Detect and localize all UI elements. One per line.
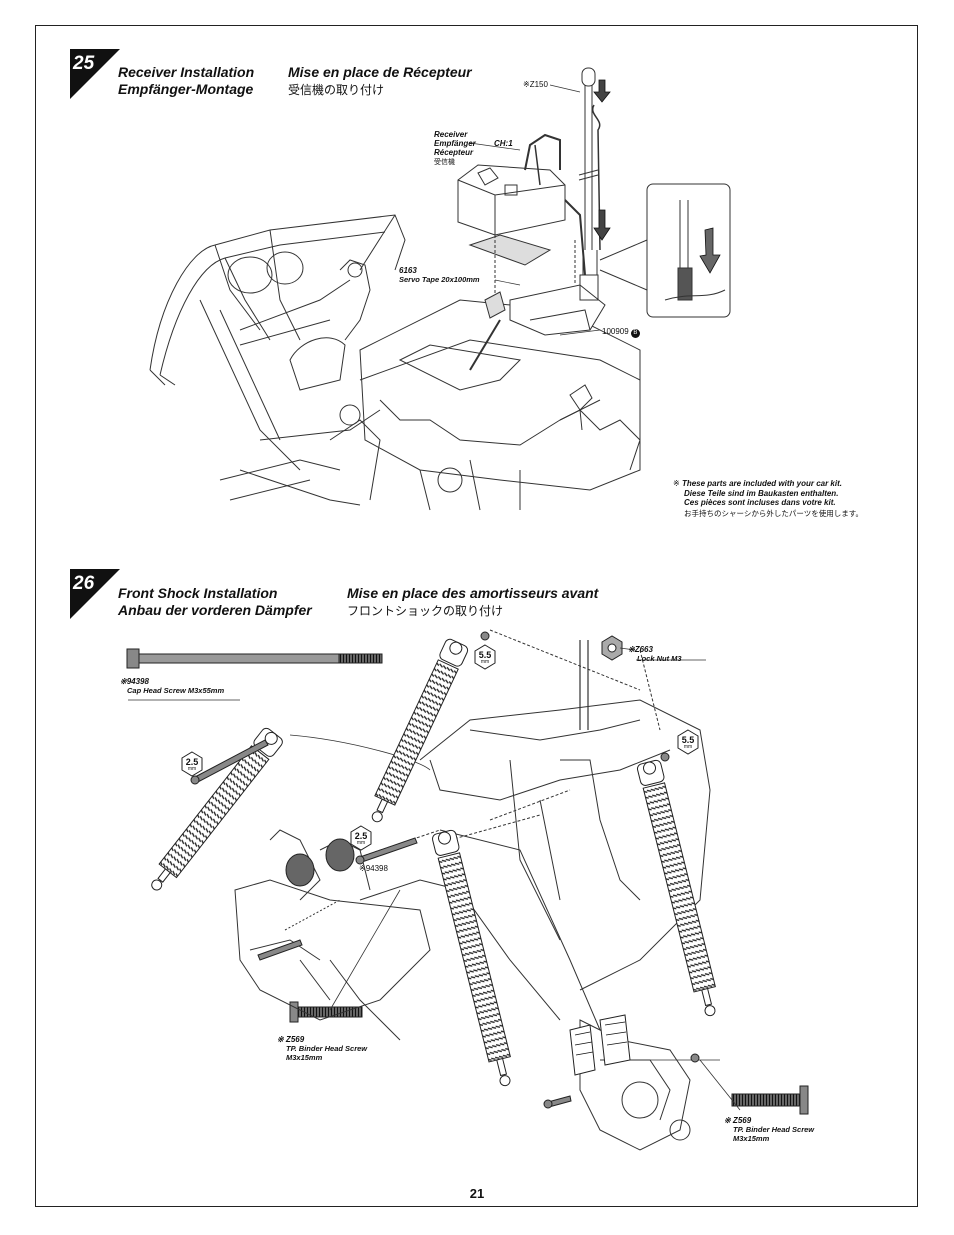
wrench-size-value: 5.5 <box>681 735 695 745</box>
wrench-size-value: 5.5 <box>478 650 492 660</box>
step-25-title-fr: Mise en place de Récepteur 受信機の取り付け <box>288 64 472 98</box>
step-26-title-fr: Mise en place des amortisseurs avant フロン… <box>347 585 598 619</box>
step-26-badge: 26 <box>70 569 120 619</box>
part-94398-code: ※94398 <box>120 677 149 686</box>
receiver-en: Receiver <box>434 130 468 139</box>
part-z569-name-2: M3x15mm <box>286 1053 323 1062</box>
part-z569-name-1: TP. Binder Head Screw <box>733 1125 815 1134</box>
servo-tape-code: 6163 <box>399 266 417 275</box>
part-z569-name-1: TP. Binder Head Screw <box>286 1044 368 1053</box>
step-25-badge: 25 <box>70 49 120 99</box>
step-26-title-en: Front Shock Installation Anbau der vorde… <box>118 585 312 619</box>
step-25-number: 25 <box>73 53 95 74</box>
part-94398-label: ※94398 Cap Head Screw M3x55mm <box>120 677 224 695</box>
step-25-title-en: Receiver Installation Empfänger-Montage <box>118 64 254 98</box>
part-z569-code: ※ Z569 <box>277 1035 305 1044</box>
part-bag-badge: B <box>630 329 640 338</box>
note-line-1: These parts are included with your car k… <box>681 479 842 488</box>
wrench-size-badge-2: 5.5 mm <box>676 730 700 754</box>
ch1-label: CH:1 <box>494 139 513 148</box>
title-fr: Mise en place de Récepteur <box>288 64 472 80</box>
z150-label: ※Z150 <box>523 80 548 89</box>
receiver-fr: Récepteur <box>434 148 474 157</box>
part-z569-code: ※ Z569 <box>724 1116 752 1125</box>
part-94398-name: Cap Head Screw M3x55mm <box>127 686 225 695</box>
title-de: Empfänger-Montage <box>118 81 254 97</box>
part-z569-name-2: M3x15mm <box>733 1134 770 1143</box>
title-jp: 受信機の取り付け <box>288 83 385 97</box>
receiver-de: Empfänger <box>434 139 476 148</box>
wrench-size-value: 2.5 <box>354 831 368 841</box>
wrench-size-unit: mm <box>683 744 693 750</box>
servo-tape-name: Servo Tape 20x100mm <box>399 275 480 284</box>
callout-94398: ※94398 <box>359 864 388 873</box>
note-mark: ※ <box>673 479 680 488</box>
wrench-size-unit: mm <box>480 659 490 665</box>
part-z569-right-label: ※ Z569 TP. Binder Head Screw M3x15mm <box>724 1116 814 1143</box>
note-line-3: Ces pièces sont incluses dans votre kit. <box>684 498 836 507</box>
part-z569-left-label: ※ Z569 TP. Binder Head Screw M3x15mm <box>277 1035 367 1062</box>
part-100909-code: 100909 <box>602 327 629 336</box>
title-en: Front Shock Installation <box>118 585 278 601</box>
page-number: 21 <box>469 1186 485 1201</box>
servo-tape-label: 6163 Servo Tape 20x100mm <box>399 266 480 284</box>
wrench-size-badge-4: 2.5 mm <box>349 826 373 850</box>
wrench-size-unit: mm <box>356 840 366 846</box>
title-en: Receiver Installation <box>118 64 255 80</box>
title-jp: フロントショックの取り付け <box>347 604 504 618</box>
part-z663-label: ※Z663 Lock Nut M3 <box>628 645 682 663</box>
wrench-size-value: 2.5 <box>185 757 199 767</box>
part-z663-code: ※Z663 <box>628 645 653 654</box>
page-frame <box>35 25 918 1207</box>
part-z663-name: Lock Nut M3 <box>637 654 682 663</box>
part-100909-label: 100909 B <box>602 327 640 338</box>
title-fr: Mise en place des amortisseurs avant <box>347 585 599 601</box>
receiver-jp: 受信機 <box>434 158 455 166</box>
receiver-label: Receiver Empfänger Récepteur 受信機 <box>434 130 476 167</box>
title-de: Anbau der vorderen Dämpfer <box>118 602 312 618</box>
wrench-size-badge-1: 5.5 mm <box>473 645 497 669</box>
wrench-size-unit: mm <box>187 766 197 772</box>
step-26-number: 26 <box>73 573 95 594</box>
note-line-2: Diese Teile sind im Baukasten enthalten. <box>684 488 839 498</box>
wrench-size-badge-3: 2.5 mm <box>180 752 204 776</box>
kit-parts-note: ※ These parts are included with your car… <box>673 479 863 519</box>
note-line-4: お手持ちのシャーシから外したパーツを使用します。 <box>684 508 863 518</box>
